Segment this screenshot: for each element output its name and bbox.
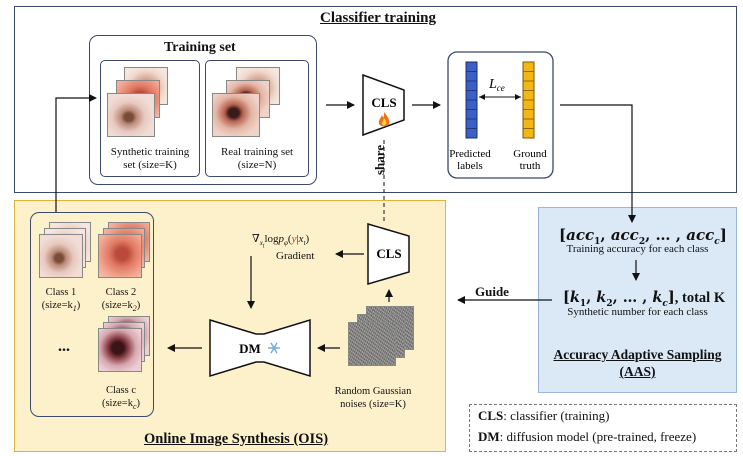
fire-icon xyxy=(378,112,390,127)
synthetic-training-set-box xyxy=(100,60,200,177)
gradient-label: Gradient xyxy=(276,250,315,262)
cls-top-shape xyxy=(362,73,405,137)
training-set-box xyxy=(89,35,317,185)
class2-image-front xyxy=(98,234,142,278)
dm-label: DM xyxy=(239,341,261,356)
synthetic-training-label: Synthetic training set (size=K) xyxy=(110,146,190,171)
noise-label: Random Gaussian noises (size=K) xyxy=(334,386,412,410)
legend-dm-entry: DM: diffusion model (pre-trained, freeze… xyxy=(478,429,697,444)
aas-title: Accuracy Adaptive Sampling (AAS) xyxy=(553,347,722,379)
loss-label: Lce xyxy=(488,77,505,93)
dm-shape xyxy=(209,318,311,378)
predicted-labels-bar xyxy=(465,61,478,139)
classc-image-front xyxy=(98,328,142,372)
accuracy-caption: Training accuracy for each class xyxy=(566,243,709,255)
labels-to-aas-arrow xyxy=(560,104,636,223)
real-image-front xyxy=(212,93,260,137)
synthetic-image-front xyxy=(107,93,155,137)
cls-top-label: CLS xyxy=(371,95,396,110)
real-training-label: Real training set (size=N) xyxy=(220,146,294,171)
accuracy-vector: [acc1, acc2, … , accc] xyxy=(559,226,727,247)
cls-ois-label: CLS xyxy=(376,246,401,261)
classes-ellipsis: ... xyxy=(58,338,70,355)
class1-label: Class 1 (size=k1) xyxy=(41,287,81,314)
generated-to-trainset-arrow xyxy=(55,94,97,212)
classc-label: Class c (size=kc) xyxy=(101,385,141,412)
labels-box xyxy=(447,51,554,179)
cls-ois-shape xyxy=(367,222,410,286)
aas-panel xyxy=(538,207,737,393)
class2-label: Class 2 (size=k2) xyxy=(101,287,141,314)
classifier-training-panel xyxy=(14,6,737,193)
legend-cls-entry: CLS: classifier (training) xyxy=(478,408,610,423)
k-vector: [k1, k2, … , kc], total K xyxy=(563,289,726,309)
legend-box xyxy=(469,404,737,452)
ground-truth-bar xyxy=(522,61,535,139)
ois-title: Online Image Synthesis (OIS) xyxy=(144,431,329,447)
noise-image-front xyxy=(348,322,396,366)
k-caption: Synthetic number for each class xyxy=(567,306,708,318)
guide-label: Guide xyxy=(475,284,509,299)
snowflake-icon xyxy=(268,342,280,354)
training-set-title: Training set xyxy=(164,40,236,55)
class1-image-front xyxy=(39,234,83,278)
gradient-formula: ∇xtlogpφ(y|xt) xyxy=(252,233,310,250)
classifier-training-title: Classifier training xyxy=(320,10,436,26)
real-training-set-box xyxy=(205,60,309,177)
